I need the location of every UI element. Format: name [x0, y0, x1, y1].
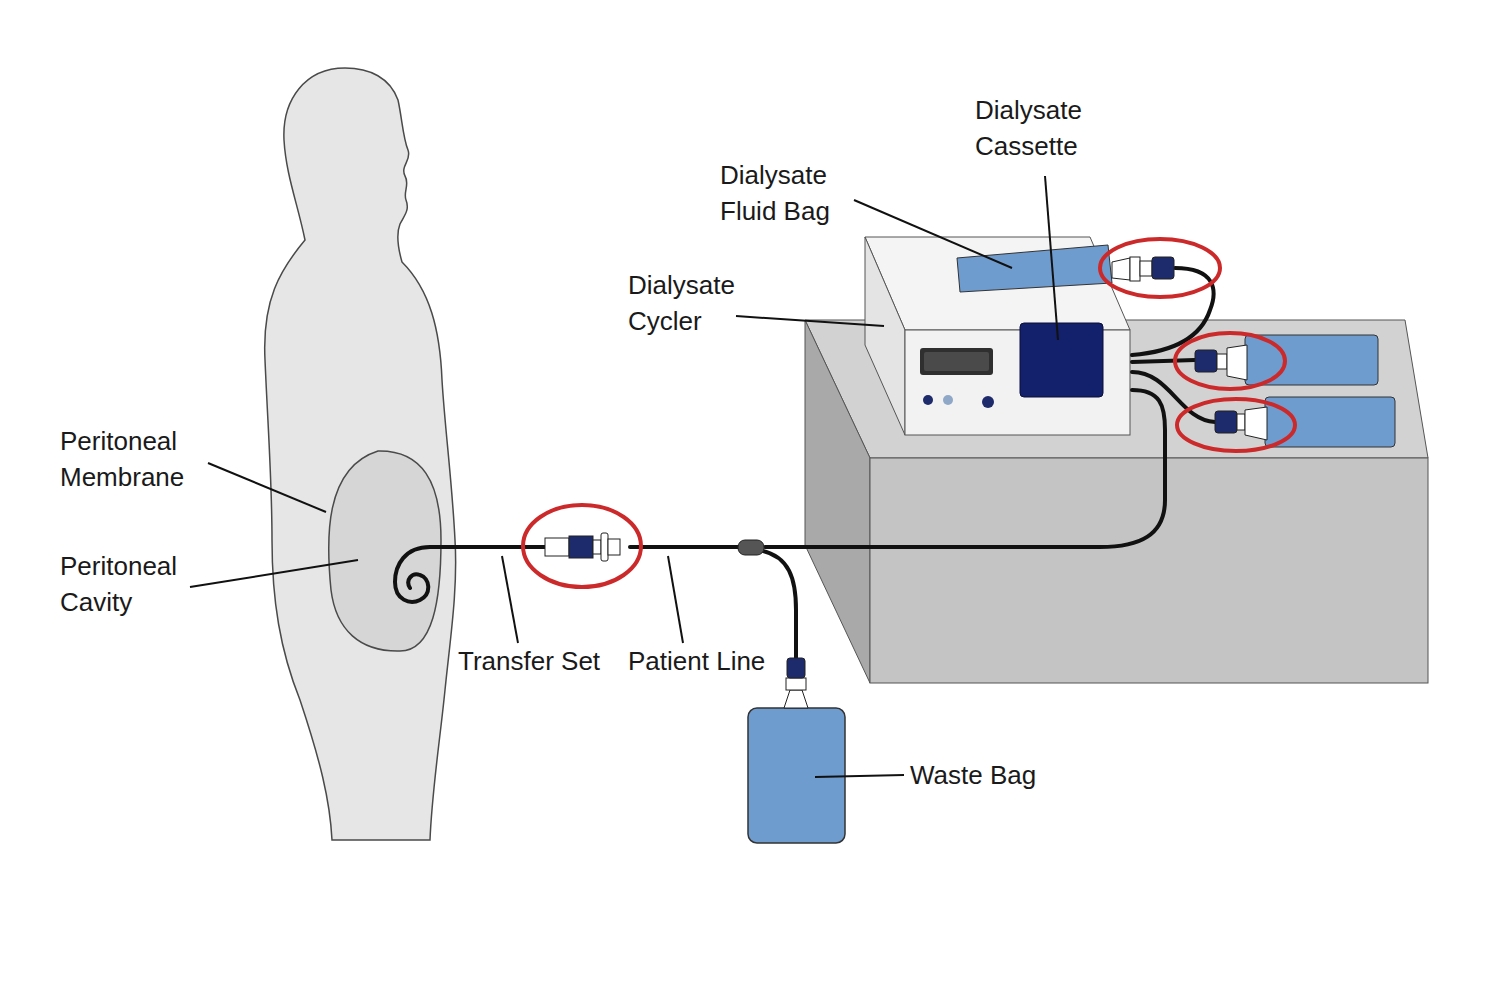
- part-label: Waste Bag: [910, 757, 1036, 793]
- cycler-top: [865, 237, 1130, 330]
- tube: [1132, 360, 1195, 362]
- waste-bag: [748, 708, 845, 843]
- cycler-button: [923, 395, 933, 405]
- leader-line: [1045, 176, 1058, 340]
- tube: [765, 390, 1165, 547]
- part-label: Patient Line: [628, 643, 765, 679]
- human-silhouette: [265, 68, 456, 840]
- cycler-display: [924, 352, 989, 371]
- leader-line: [854, 200, 1012, 268]
- highlight-circle: [1100, 239, 1220, 297]
- part-label: Peritoneal Cavity: [60, 548, 210, 620]
- patient-line: [630, 545, 740, 549]
- tube: [1132, 268, 1214, 355]
- bag-connector: [1195, 345, 1247, 380]
- transfer-connector: [545, 533, 620, 561]
- fluid-bag: [957, 245, 1112, 292]
- line-connector: [738, 540, 764, 555]
- cycler-button: [943, 395, 953, 405]
- cycler-side: [865, 237, 905, 435]
- part-label: Peritoneal Membrane: [60, 423, 230, 495]
- part-label: Dialysate Cycler: [628, 267, 778, 339]
- dialysate-cassette: [1020, 323, 1103, 397]
- leader-line: [208, 463, 326, 512]
- part-label: Dialysate Cassette: [975, 92, 1125, 164]
- leader-line: [815, 775, 904, 777]
- part-label: Dialysate Fluid Bag: [720, 157, 870, 229]
- leader-line: [736, 316, 884, 326]
- highlight-circle: [523, 505, 641, 587]
- table-front: [870, 458, 1428, 683]
- dialysate-bag: [1245, 335, 1378, 385]
- leader-line: [190, 560, 358, 587]
- waste-line: [758, 550, 796, 660]
- leader-line: [502, 556, 518, 643]
- bag-connector: [1112, 257, 1174, 281]
- highlight-circle: [1175, 333, 1285, 389]
- peritoneal-cavity: [329, 451, 441, 651]
- tube: [1132, 372, 1215, 422]
- highlight-circle: [1177, 399, 1295, 451]
- cycler-button: [982, 396, 994, 408]
- table-side: [805, 320, 870, 683]
- cycler-display: [920, 348, 993, 375]
- leader-line: [668, 556, 683, 643]
- bag-connector: [1215, 407, 1267, 440]
- waste-connector: [784, 658, 808, 708]
- part-label: Transfer Set: [458, 643, 600, 679]
